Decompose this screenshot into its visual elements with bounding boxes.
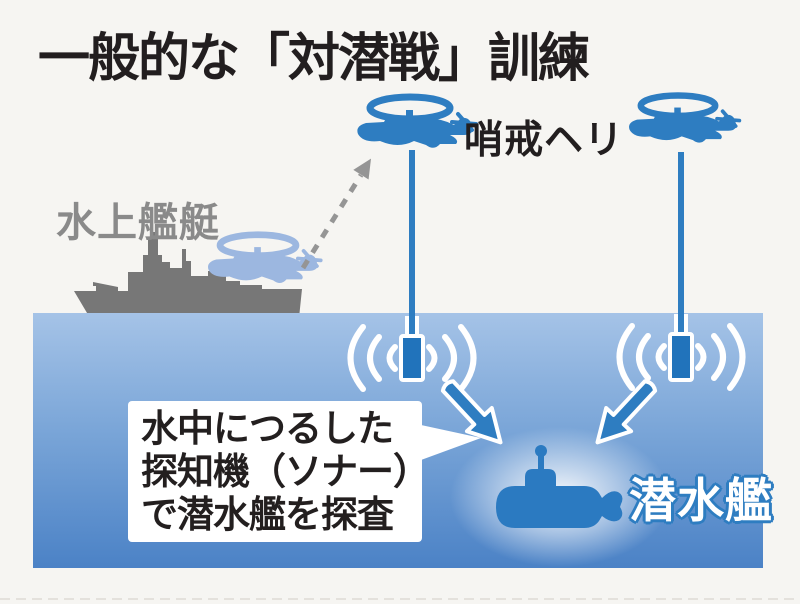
sound-waves-icon xyxy=(347,324,477,392)
callout-line: 水中につるした xyxy=(141,408,394,449)
arrow-icon xyxy=(440,379,503,445)
ship-icon xyxy=(74,232,302,318)
bottom-divider xyxy=(0,598,800,600)
submarine-label: 潜水艦 xyxy=(629,474,773,527)
sonar-icon xyxy=(399,334,425,382)
arrow-icon xyxy=(595,379,658,445)
helicopter-icon xyxy=(629,95,739,142)
helicopter-icon xyxy=(208,235,321,283)
helicopter-icon xyxy=(357,97,476,148)
patrol-helicopter-label: 哨戒ヘリ xyxy=(464,119,625,162)
page-title: 一般的な「対潜戦」訓練 xyxy=(38,30,590,88)
callout-line: 探知機（ソナー） xyxy=(141,451,430,492)
sonar-callout-box: 水中につるした 探知機（ソナー） で潜水艦を探査 xyxy=(128,401,430,542)
sound-waves-icon xyxy=(616,323,746,391)
submarine-icon xyxy=(496,445,623,528)
sonar-icon xyxy=(668,332,694,382)
surface-vessel-label: 水上艦艇 xyxy=(56,201,220,245)
dashed-arrow-icon xyxy=(300,158,372,270)
callout-line: で潜水艦を探査 xyxy=(141,494,394,535)
callout-tail xyxy=(421,425,481,460)
